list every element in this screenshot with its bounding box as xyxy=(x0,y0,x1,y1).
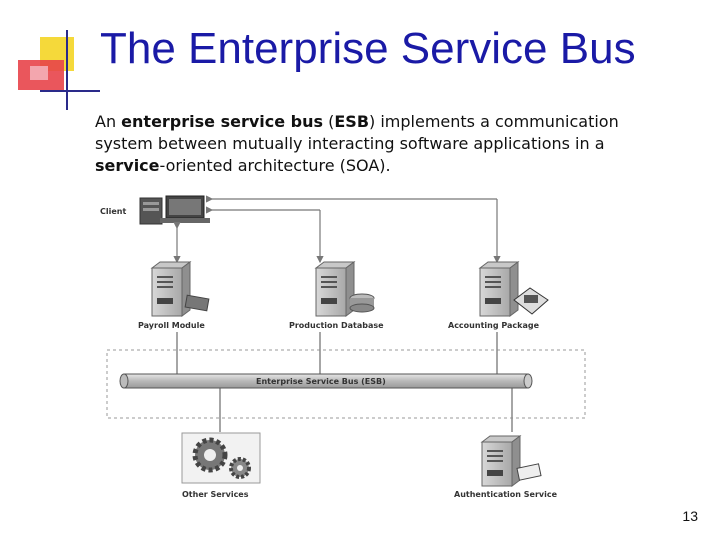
deco-pink-square xyxy=(30,66,48,80)
body-text-part: An xyxy=(95,112,122,131)
esb-bus-pipe xyxy=(119,373,533,389)
slide-title: The Enterprise Service Bus xyxy=(100,24,636,73)
authentication-label: Authentication Service xyxy=(454,490,558,499)
deco-vertical-line xyxy=(66,30,68,110)
body-text-part: ( xyxy=(323,112,335,131)
esb-bus-label: Enterprise Service Bus (ESB) xyxy=(256,377,386,386)
payroll-server-icon xyxy=(150,261,210,317)
esb-boundary-box xyxy=(106,349,586,419)
deco-horizontal-line xyxy=(40,90,100,92)
authentication-server-icon xyxy=(480,435,542,487)
slide-body-text: An enterprise service bus (ESB) implemen… xyxy=(95,111,655,177)
other-services-gears-icon xyxy=(181,432,261,484)
other-services-label: Other Services xyxy=(182,490,249,499)
production-db-label: Production Database xyxy=(289,321,384,330)
body-text-part: -oriented architecture (SOA). xyxy=(159,156,391,175)
accounting-server-icon xyxy=(478,261,549,317)
body-bold-service: service xyxy=(95,156,160,175)
page-number: 13 xyxy=(682,508,698,524)
payroll-label: Payroll Module xyxy=(138,321,205,330)
body-bold-esb-abbr: ESB xyxy=(334,112,370,131)
accounting-label: Accounting Package xyxy=(448,321,540,330)
body-bold-esb-term: enterprise service bus xyxy=(121,112,324,131)
client-computer-icon xyxy=(139,195,210,225)
body-text-part: ) implements a communication system betw… xyxy=(95,112,619,153)
client-label: Client xyxy=(100,207,126,216)
database-server-icon xyxy=(314,261,375,317)
